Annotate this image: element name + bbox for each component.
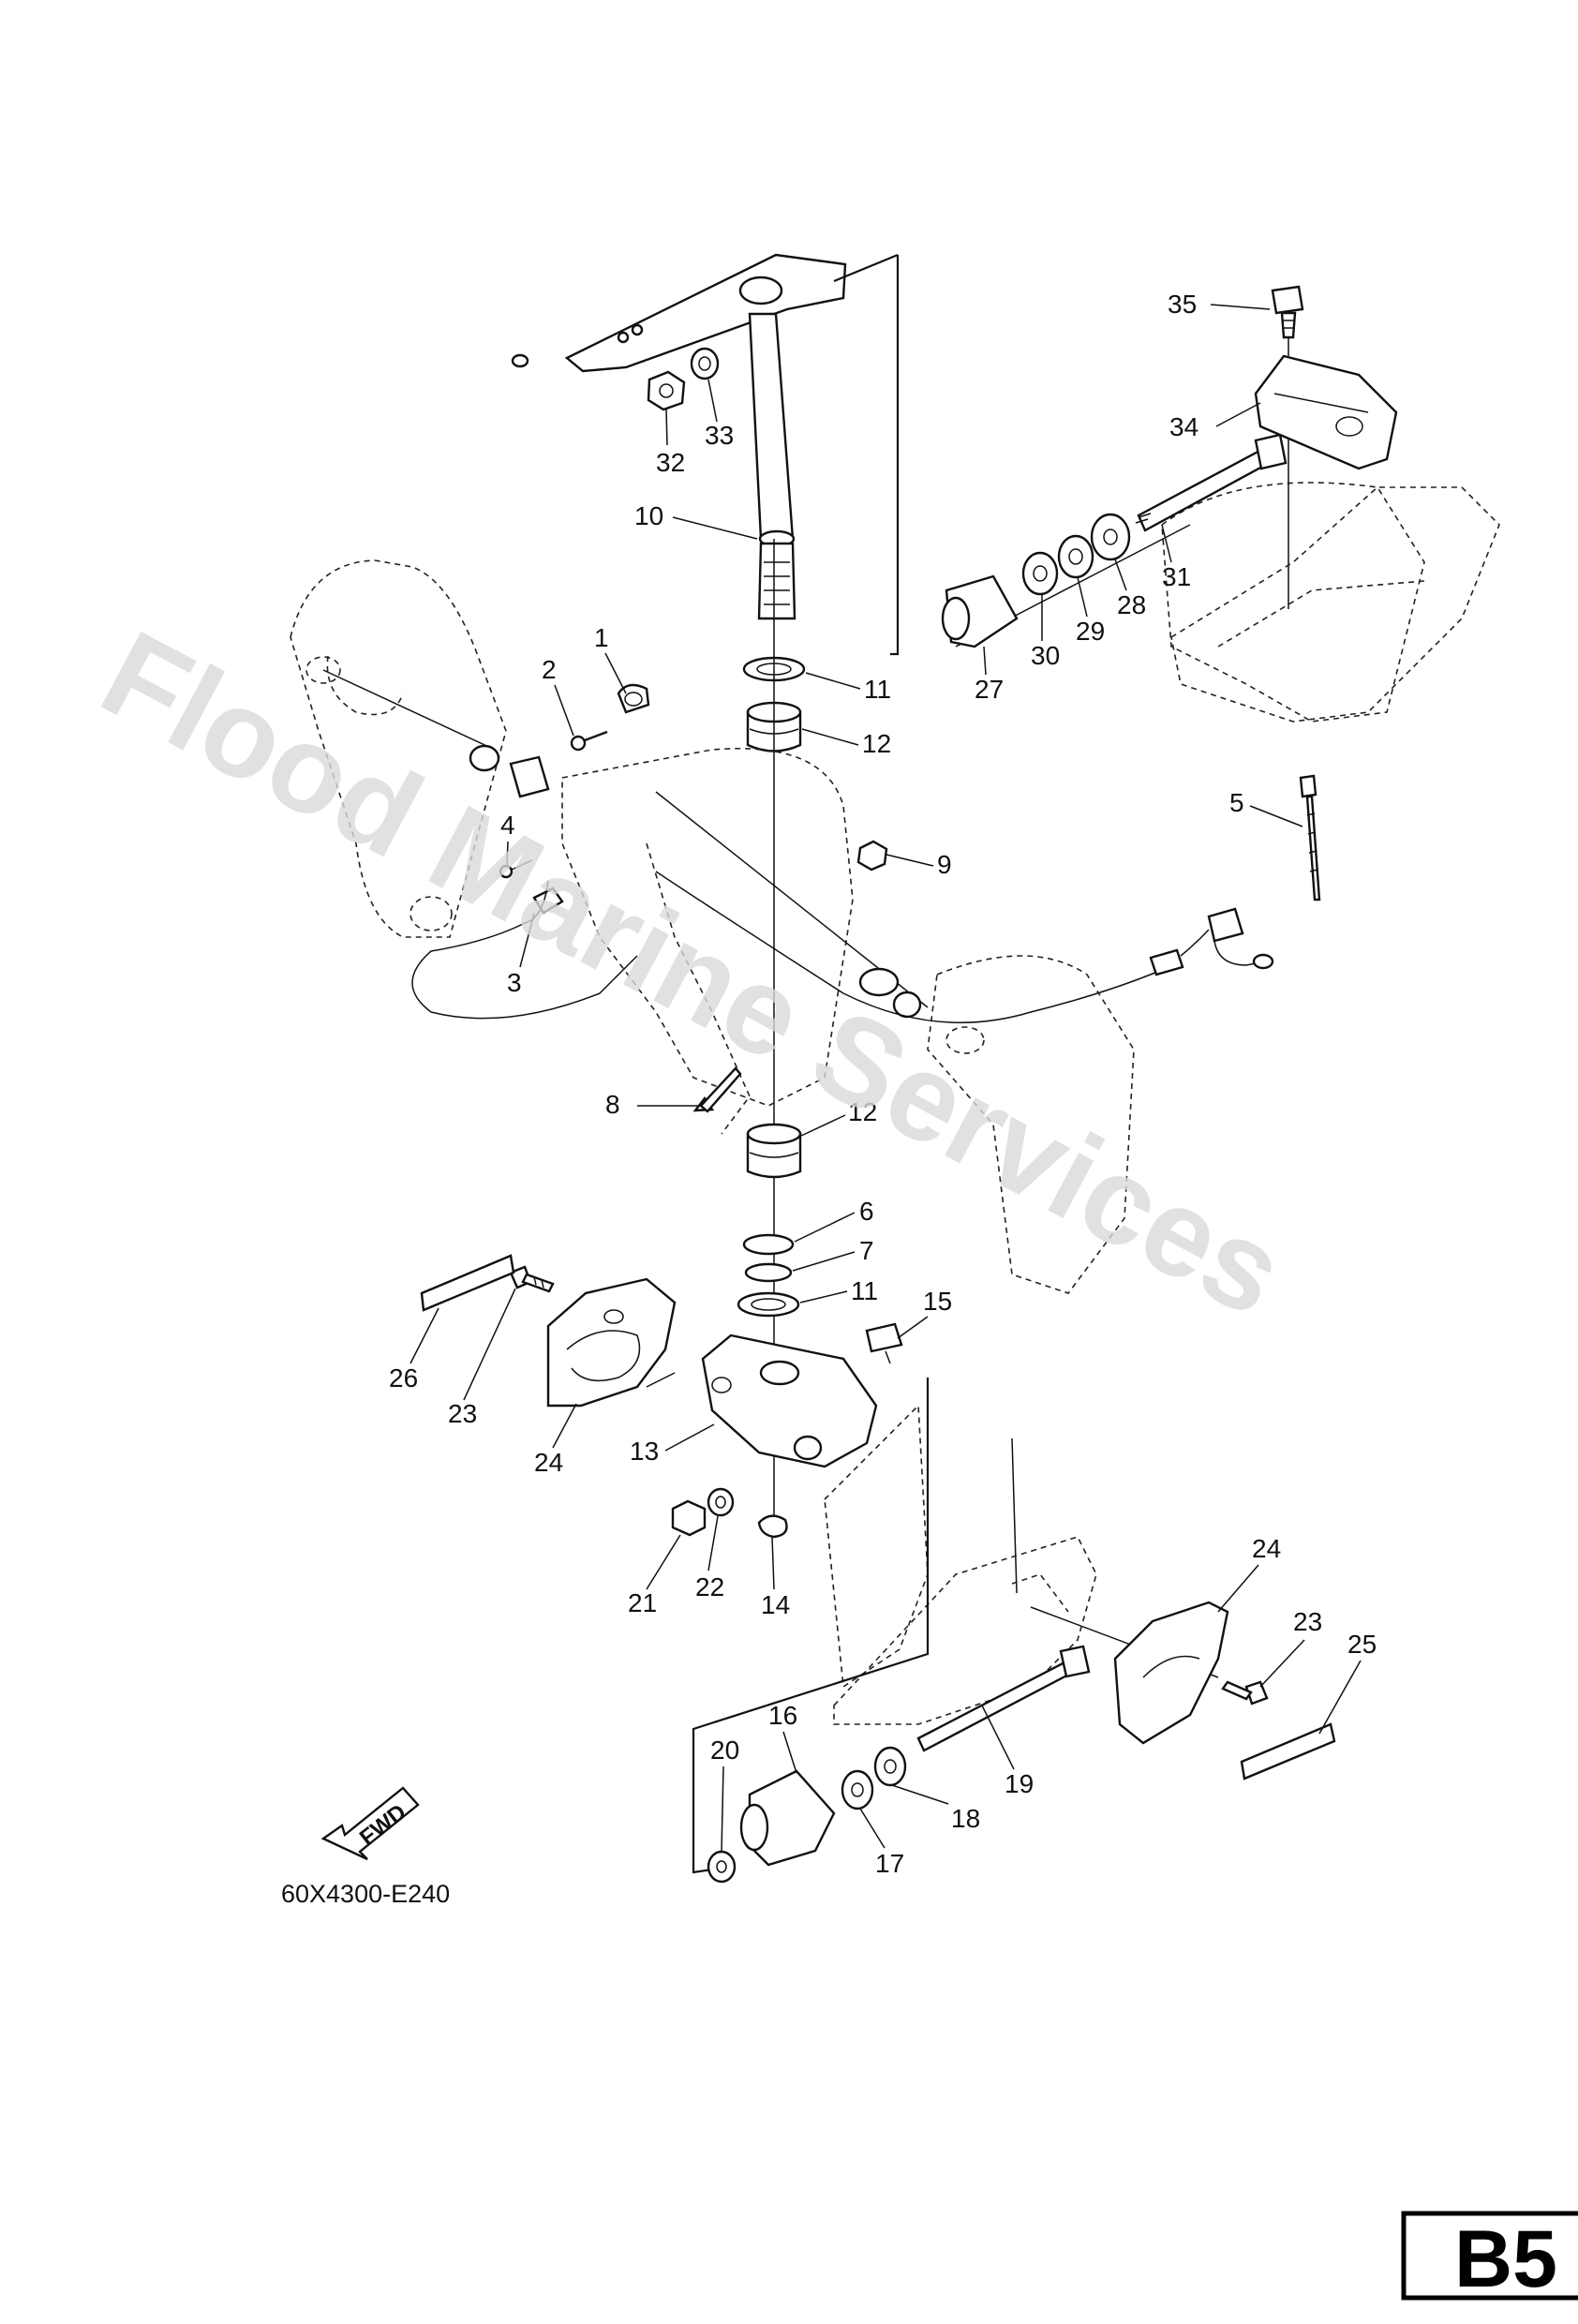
- part-label-9: 9: [937, 850, 952, 879]
- part-label-1: 1: [594, 623, 609, 652]
- part-label-28: 28: [1117, 590, 1146, 619]
- part-label-4: 4: [500, 811, 515, 840]
- part-label-6: 6: [859, 1197, 874, 1226]
- part-label-25: 25: [1347, 1630, 1377, 1659]
- part-label-14: 14: [761, 1590, 790, 1619]
- page-tag: B5: [1454, 2214, 1557, 2304]
- part-label-34: 34: [1169, 412, 1198, 441]
- part-label-12b: 12: [848, 1097, 877, 1126]
- part-label-12a: 12: [862, 729, 891, 758]
- part-label-8: 8: [605, 1090, 620, 1119]
- swivel-bracket-outline: [290, 482, 1425, 1294]
- bottom-cowling-outline: [1170, 486, 1500, 723]
- upper-mount-assembly: [941, 433, 1288, 648]
- wiring-harness: [655, 871, 1274, 1023]
- small-fasteners: [411, 683, 1321, 1113]
- part-label-5: 5: [1229, 788, 1244, 817]
- part-label-17: 17: [875, 1849, 904, 1878]
- part-label-32: 32: [656, 448, 685, 477]
- part-label-15: 15: [923, 1287, 952, 1316]
- part-label-3: 3: [507, 968, 522, 997]
- part-label-16: 16: [768, 1701, 797, 1730]
- watermark-text: Flood Marine Services: [82, 604, 1305, 1343]
- part-label-18: 18: [951, 1804, 980, 1833]
- part-label-20: 20: [710, 1736, 739, 1765]
- nut-32: [647, 370, 686, 411]
- part-label-26: 26: [389, 1363, 418, 1393]
- bracket-34: [1254, 285, 1398, 470]
- part-label-22: 22: [695, 1572, 724, 1601]
- part-label-19: 19: [1005, 1769, 1034, 1798]
- part-label-24b: 24: [1252, 1534, 1281, 1563]
- label-leaders: [409, 304, 1362, 1853]
- steering-arm-shaft: [511, 253, 847, 620]
- part-label-31: 31: [1162, 562, 1191, 591]
- part-label-27: 27: [975, 675, 1004, 704]
- lower-bracket-13: [671, 1322, 903, 1539]
- fwd-arrow: FWD: [320, 1786, 420, 1861]
- part-label-29: 29: [1076, 617, 1105, 646]
- part-label-30: 30: [1031, 641, 1060, 670]
- lower-mount-stack: [737, 1123, 802, 1318]
- part-label-33: 33: [705, 421, 734, 450]
- part-label-7: 7: [859, 1236, 874, 1265]
- part-label-11a: 11: [864, 675, 891, 704]
- part-label-13: 13: [630, 1437, 659, 1466]
- side-cover-right: [1113, 1601, 1336, 1780]
- side-cover-left: [420, 1254, 677, 1408]
- part-number-labels: 35 34 32 33 10 31 28 29 30 27 1 2 11 12 …: [389, 290, 1377, 1878]
- part-label-2: 2: [542, 655, 557, 684]
- part-label-35: 35: [1168, 290, 1197, 319]
- diagram-code: 60X4300-E240: [281, 1880, 450, 1908]
- part-label-23a: 23: [448, 1399, 477, 1428]
- part-label-11b: 11: [851, 1276, 878, 1305]
- lower-mount-assembly: [707, 1645, 1091, 1884]
- part-label-21: 21: [628, 1588, 657, 1617]
- part-label-24a: 24: [534, 1448, 563, 1477]
- page-tag-box: B5: [1401, 2211, 1578, 2304]
- part-label-23b: 23: [1293, 1607, 1322, 1636]
- part-label-10: 10: [634, 501, 663, 530]
- washer-33: [690, 347, 720, 380]
